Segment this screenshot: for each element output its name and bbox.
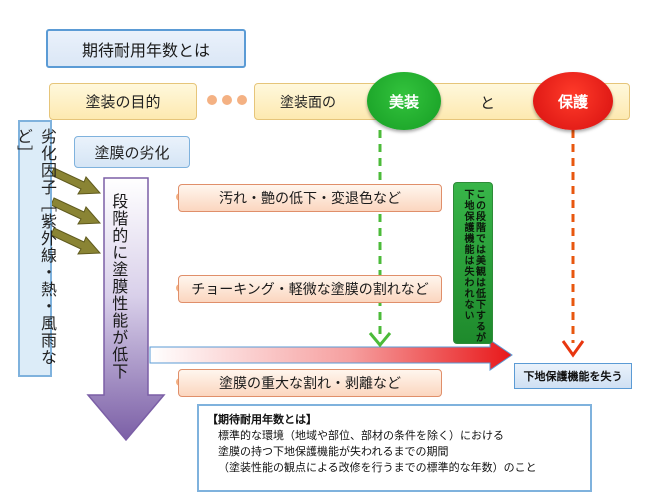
purpose-box: 塗装の目的 — [49, 83, 197, 120]
degradation-factors-text: 劣化因子［紫外線・熱・風雨など］ — [14, 128, 57, 366]
protection-label: 保護 — [557, 92, 588, 111]
stage-1-label: 汚れ・艶の低下・変退色など — [219, 191, 401, 207]
definition-line: （塗装性能の観点による改修を行うまでの標準的な年数）のこと — [218, 460, 537, 474]
dot-icon — [207, 95, 217, 105]
stage-1-box: 汚れ・艶の低下・変退色など — [178, 184, 442, 212]
beauty-circle: 美装 — [367, 72, 441, 130]
note-text: この段階では美観は低下するが下地保護機能は失われない — [462, 189, 485, 343]
definition-heading: 【期待耐用年数とは】 — [207, 413, 317, 426]
ellipsis-dots — [207, 92, 247, 108]
definition-line: 塗膜の持つ下地保護機能が失われるまでの期間 — [218, 444, 449, 458]
title-text: 期待耐用年数とは — [81, 40, 210, 60]
coating-degradation-box: 塗膜の劣化 — [74, 136, 190, 168]
coating-degradation-label: 塗膜の劣化 — [94, 143, 170, 162]
dot-icon — [237, 95, 247, 105]
stage-2-label: チョーキング・軽微な塗膜の割れなど — [191, 282, 429, 298]
surface-label: 塗装面の — [280, 95, 336, 111]
definition-box: 【期待耐用年数とは】 標準的な環境（地域や部位、部材の条件を除く）における 塗膜… — [197, 404, 592, 492]
stage-3-box: 塗膜の重大な割れ・剥離など — [178, 369, 442, 397]
page-title: 期待耐用年数とは — [46, 29, 246, 68]
beauty-label: 美装 — [388, 92, 419, 111]
purpose-label: 塗装の目的 — [85, 93, 161, 111]
progress-right-arrow — [149, 339, 513, 371]
degradation-factors-box: 劣化因子［紫外線・熱・風雨など］ — [14, 120, 57, 377]
note-box: この段階では美観は低下するが下地保護機能は失われない — [453, 182, 493, 344]
result-label: 下地保護機能を失う — [523, 370, 623, 383]
connector-label: と — [480, 94, 496, 112]
stage-3-label: 塗膜の重大な割れ・剥離など — [219, 376, 401, 392]
arrow-label: 段階的に塗膜性能が低下 — [109, 193, 129, 380]
definition-line: 標準的な環境（地域や部位、部材の条件を除く）における — [218, 428, 504, 442]
beauty-arrowhead — [368, 332, 392, 348]
stage-2-box: チョーキング・軽微な塗膜の割れなど — [178, 275, 442, 303]
protection-arrowhead — [561, 340, 585, 358]
result-box: 下地保護機能を失う — [514, 363, 632, 389]
protection-circle: 保護 — [533, 72, 613, 130]
dot-icon — [222, 95, 232, 105]
